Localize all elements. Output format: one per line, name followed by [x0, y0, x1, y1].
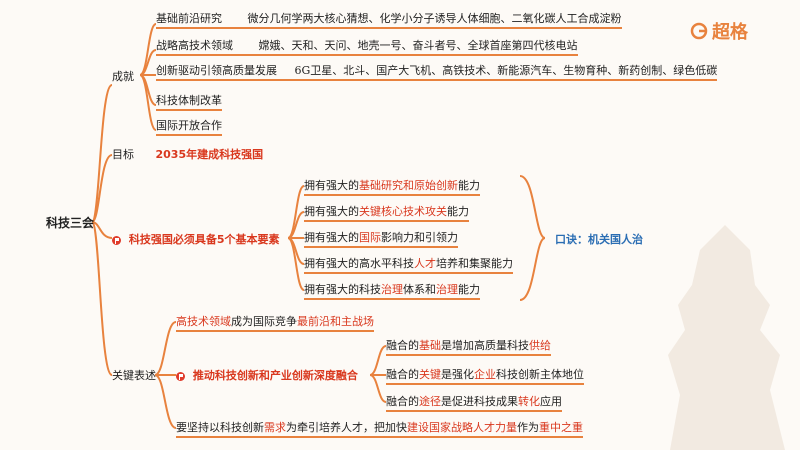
- mnemonic: 口诀：机关国人治: [555, 233, 643, 246]
- brand-name: 超格: [712, 22, 748, 43]
- element-item: 拥有强大的基础研究和原始创新能力: [304, 177, 480, 196]
- element-item: 拥有强大的高水平科技人才培养和集聚能力: [304, 255, 513, 274]
- branch-achievements-label: 成就: [112, 70, 134, 83]
- branch-key-expressions: 关键表述: [112, 369, 156, 382]
- root-node: 科技三会: [46, 216, 95, 230]
- fusion-item: 融合的基础是增加高质量科技供给: [386, 337, 551, 356]
- achievement-item: 国际开放合作: [156, 117, 222, 136]
- flag-icon: [176, 371, 185, 381]
- brand-logo: 超格: [690, 18, 748, 44]
- mascot-watermark: [668, 225, 785, 450]
- element-item: 拥有强大的科技治理体系和治理能力: [304, 281, 480, 300]
- achievement-item: 科技体制改革: [156, 92, 222, 111]
- element-item: 拥有强大的关键核心技术攻关能力: [304, 203, 469, 222]
- key-line-1: 高技术领域成为国际竞争最前沿和主战场: [176, 313, 374, 332]
- flag-icon: [112, 235, 121, 245]
- branch-goal: 目标 2035年建成科技强国: [112, 148, 264, 161]
- fusion-item: 融合的关键是强化企业科技创新主体地位: [386, 366, 584, 385]
- brand-icon: [690, 22, 708, 40]
- key-sub-branch: 推动科技创新和产业创新深度融合: [176, 367, 358, 383]
- fusion-item: 融合的途径是促进科技成果转化应用: [386, 393, 562, 412]
- achievement-item: 创新驱动引领高质量发展 6G卫星、北斗、国产大飞机、高铁技术、新能源汽车、生物育…: [156, 62, 718, 81]
- achievement-item: 基础前沿研究 微分几何学两大核心猜想、化学小分子诱导人体细胞、二氧化碳人工合成淀…: [156, 10, 622, 29]
- achievement-item: 战略高技术领域 嫦娥、天和、天问、地壳一号、奋斗者号、全球首座第四代核电站: [156, 37, 578, 56]
- element-item: 拥有强大的国际影响力和引领力: [304, 229, 458, 248]
- key-line-3: 要坚持以科技创新需求为牵引培养人才，把加快建设国家战略人才力量作为重中之重: [176, 419, 583, 438]
- branch-elements: 科技强国必须具备5个基本要素: [112, 231, 280, 247]
